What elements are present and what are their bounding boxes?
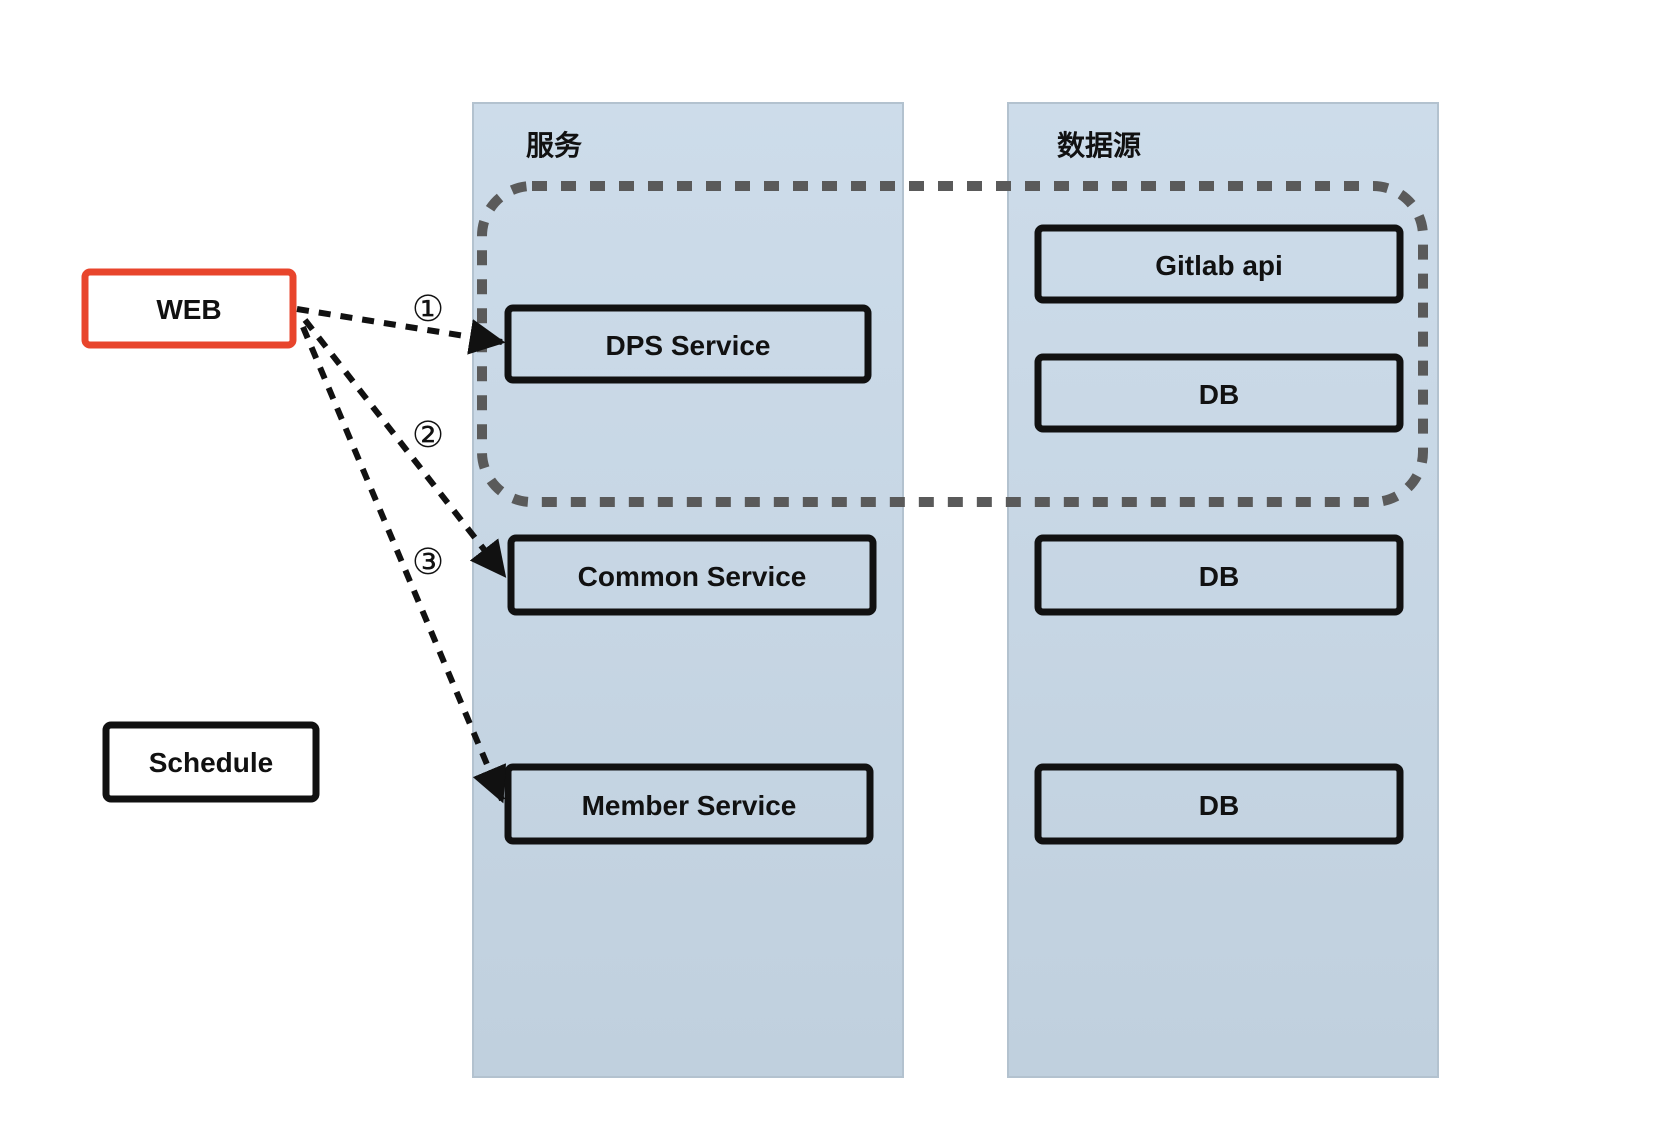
member-db-node: DB: [1034, 763, 1404, 845]
schedule-node: Schedule: [102, 721, 320, 803]
web-label: WEB: [156, 294, 221, 325]
member-db-label: DB: [1199, 790, 1239, 821]
dps-service-node: DPS Service: [504, 304, 872, 384]
arrow-web-to-dps-service: [296, 306, 506, 355]
member-service-label: Member Service: [582, 790, 797, 821]
datasources-column-background: [1007, 102, 1439, 1078]
dps-service-label: DPS Service: [606, 330, 771, 361]
schedule-label: Schedule: [149, 747, 273, 778]
web-box: [81, 268, 297, 349]
arrow-web-to-member-service: [300, 325, 507, 804]
common-service-label: Common Service: [578, 561, 807, 592]
dps-db-box: [1034, 353, 1404, 433]
member-service-box: [504, 763, 874, 845]
gitlab-api-box: [1034, 224, 1404, 304]
gitlab-api-node: Gitlab api: [1034, 224, 1404, 304]
common-db-label: DB: [1199, 561, 1239, 592]
common-service-node: Common Service: [507, 534, 877, 616]
common-service-box: [507, 534, 877, 616]
web-node: WEB: [81, 268, 297, 349]
dps-db-label: DB: [1199, 379, 1239, 410]
common-db-node: DB: [1034, 534, 1404, 616]
common-db-box: [1034, 534, 1404, 616]
step-one-label: ①: [412, 289, 444, 330]
step-two-label: ②: [412, 415, 444, 456]
member-db-box: [1034, 763, 1404, 845]
arrow-web-to-common-service: [302, 318, 507, 578]
dps-service-box: [504, 304, 872, 384]
member-service-node: Member Service: [504, 763, 874, 845]
gitlab-api-label: Gitlab api: [1155, 250, 1283, 281]
schedule-box: [102, 721, 320, 803]
services-column-background: [472, 102, 904, 1078]
datasources-column: 数据源: [1007, 102, 1439, 1078]
dps-db-node: DB: [1034, 353, 1404, 433]
services-column-title: 服务: [526, 129, 582, 162]
step-three-label: ③: [412, 542, 444, 583]
datasources-column-title: 数据源: [1057, 129, 1141, 162]
services-column: 服务: [472, 102, 904, 1078]
